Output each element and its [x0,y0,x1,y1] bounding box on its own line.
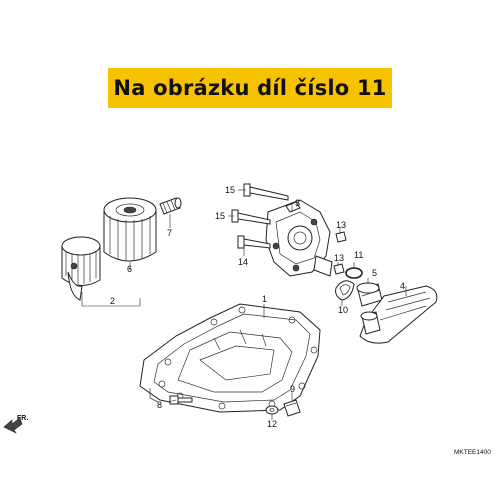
part-5-collar[interactable] [356,282,383,307]
part-7-stud[interactable] [159,197,182,215]
callout-12: 12 [267,419,277,429]
callout-5: 5 [372,268,377,278]
part-13-dowel-upper[interactable] [335,231,347,243]
leader-lines [81,189,407,420]
part-11-o-ring[interactable] [345,267,363,279]
callout-13-lower: 13 [334,253,344,263]
callout-10: 10 [338,305,348,315]
part-14-bolt[interactable] [237,235,271,249]
callout-15-lower: 15 [215,211,225,221]
direction-label: FR. [17,415,28,422]
diagram-code: MKTEE1400 [454,449,491,456]
part-2-oil-filter-small[interactable] [61,236,101,301]
callout-4: 4 [400,281,405,291]
callout-2: 2 [110,296,115,306]
arrow-left-icon [3,417,23,434]
part-13-dowel-lower[interactable] [333,263,345,275]
part-banner: Na obrázku díl číslo 11 [108,68,392,108]
banner-text: Na obrázku díl číslo 11 [113,76,387,100]
callout-13-upper: 13 [336,220,346,230]
part-15-bolt-upper[interactable] [243,183,289,201]
callout-1: 1 [262,294,267,304]
callout-15-upper: 15 [225,185,235,195]
callout-11: 11 [354,250,363,260]
part-12-washer[interactable] [265,405,279,415]
callout-7: 7 [167,228,172,238]
callout-6: 6 [127,264,132,274]
callout-3: 3 [295,198,300,208]
callout-8: 8 [157,400,162,410]
part-1-oil-pan[interactable] [139,303,321,413]
part-3-oil-pump[interactable] [265,199,333,277]
part-15-bolt-lower[interactable] [231,209,271,225]
front-direction-indicator: FR. [3,415,28,434]
callout-9: 9 [290,384,295,394]
part-6-oil-filter[interactable] [103,197,157,262]
part-4-oil-strainer[interactable] [359,285,438,344]
callout-14: 14 [238,257,248,267]
part-10-seal[interactable] [335,280,355,301]
